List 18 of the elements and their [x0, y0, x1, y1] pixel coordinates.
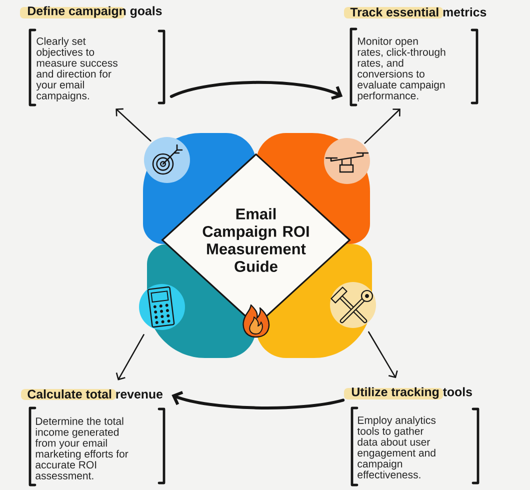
- heading: Calculate total revenue: [21, 389, 163, 400]
- heading: Track essential metrics: [344, 7, 486, 18]
- description-text: Employ analytics tools to gather data about user engagement and campaign effectiveness.: [357, 416, 436, 478]
- target-icon: [144, 137, 190, 183]
- heading: Utilize tracking tools: [344, 387, 472, 400]
- tools-icon: [330, 282, 376, 328]
- curved-arrow: [170, 80, 343, 100]
- calculator-icon: [139, 284, 185, 330]
- arrow: [116, 108, 152, 142]
- arrow: [364, 108, 400, 144]
- heading: Define campaign goals: [20, 6, 162, 18]
- description-text: Monitor open rates, click-through rates, and conversions to evaluate campaign performance.: [358, 37, 446, 102]
- description-text: Clearly set objectives to measure success and direction for your email campaigns.: [36, 37, 118, 102]
- drone-icon: [324, 138, 370, 184]
- curved-arrow: [172, 390, 345, 410]
- arrow: [368, 331, 398, 378]
- arrow: [116, 334, 144, 380]
- description-text: Determine the total income generated from your email marketing efforts for accurate ROI assessment.: [35, 417, 128, 480]
